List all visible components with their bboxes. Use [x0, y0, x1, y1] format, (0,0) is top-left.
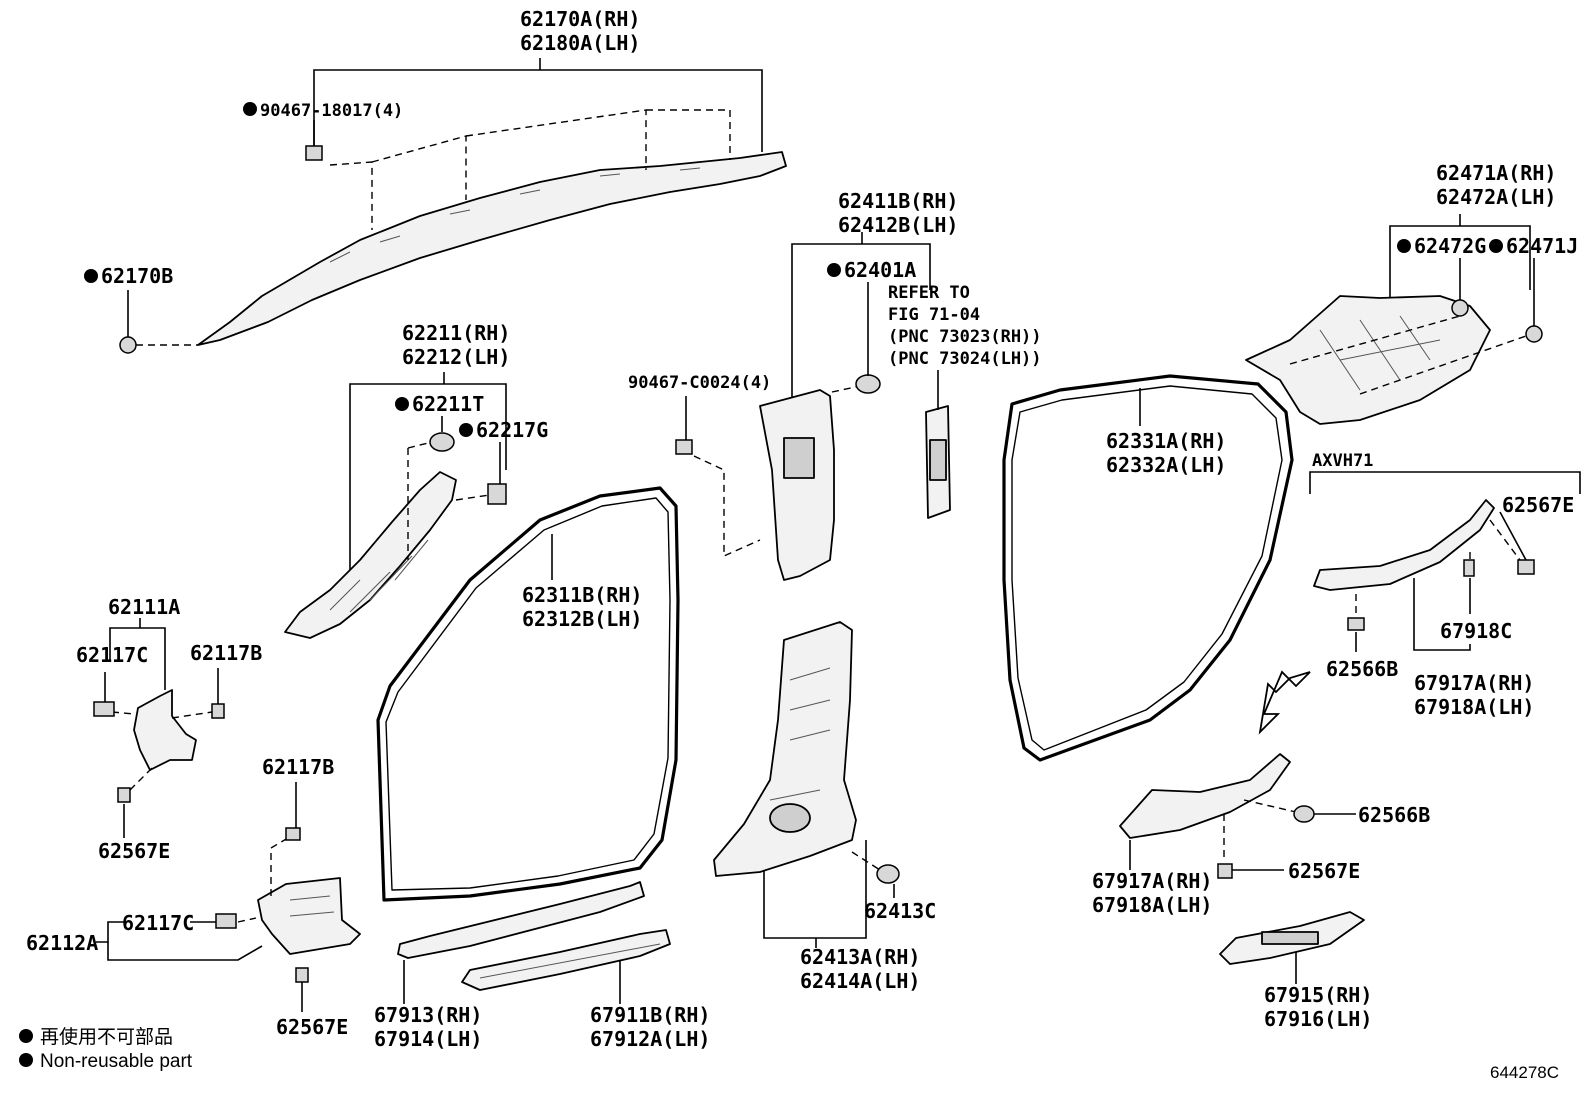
label-62312b: 62312B(LH): [522, 607, 642, 631]
label-62170b: 62170B: [101, 264, 173, 288]
label-62413c: 62413C: [864, 899, 936, 923]
label-62211: 62211(RH): [402, 321, 510, 345]
non-reusable-marker: [395, 397, 409, 411]
label-62311b: 62311B(RH): [522, 583, 642, 607]
label-refer-4: (PNC 73024(LH)): [888, 349, 1042, 369]
label-62117c-a: 62117C: [76, 643, 148, 667]
label-62180a: 62180A(LH): [520, 31, 640, 55]
label-90467-c0024: 90467-C0024(4): [628, 373, 771, 393]
label-62211t: 62211T: [412, 392, 484, 416]
label-67912a: 67912A(LH): [590, 1027, 710, 1051]
label-67911b: 67911B(RH): [590, 1003, 710, 1027]
label-67914: 67914(LH): [374, 1027, 482, 1051]
non-reusable-marker: [84, 269, 98, 283]
label-67918c: 67918C: [1440, 619, 1512, 643]
label-62117c-b: 62117C: [122, 911, 194, 935]
label-62212: 62212(LH): [402, 345, 510, 369]
label-62566b-b: 62566B: [1358, 803, 1430, 827]
label-67917a-b: 67917A(RH): [1092, 869, 1212, 893]
legend-en: Non-reusable part: [40, 1051, 193, 1072]
axvh71-rear-scuff: [1309, 471, 1581, 631]
label-refer-1: REFER TO: [888, 283, 970, 303]
label-62111a: 62111A: [108, 595, 180, 619]
label-62567e-c: 62567E: [1502, 493, 1574, 517]
label-62170a: 62170A(RH): [520, 7, 640, 31]
non-reusable-marker: [459, 423, 473, 437]
label-62567e-b: 62567E: [276, 1015, 348, 1039]
cowl-side-trim-upper: [93, 618, 225, 803]
label-67918a-a: 67918A(LH): [1414, 695, 1534, 719]
non-reusable-marker: [243, 102, 257, 116]
label-refer-2: FIG 71-04: [888, 305, 980, 325]
label-62401a: 62401A: [844, 258, 916, 282]
non-reusable-marker: [827, 263, 841, 277]
non-reusable-marker: [1397, 239, 1411, 253]
cowl-side-trim-lower: [215, 827, 361, 983]
front-scuff-plates: [397, 881, 671, 991]
center-pillar-garnish-upper: [675, 232, 951, 581]
label-67915: 67915(RH): [1264, 983, 1372, 1007]
rear-door-weatherstrip: [1002, 374, 1294, 762]
label-62471j: 62471J: [1506, 234, 1578, 258]
front-door-weatherstrip: [376, 486, 680, 902]
label-62331a: 62331A(RH): [1106, 429, 1226, 453]
label-axvh71: AXVH71: [1312, 451, 1373, 471]
non-reusable-legend-marker: [19, 1029, 33, 1043]
front-pillar-garnish: [284, 372, 507, 639]
label-62112a: 62112A: [26, 931, 98, 955]
roof-side-garnish: [119, 58, 787, 354]
rear-scuff-lower: [1119, 753, 1365, 965]
label-90467-18017: 90467-18017(4): [260, 101, 403, 121]
label-62472a: 62472A(LH): [1436, 185, 1556, 209]
label-62414a: 62414A(LH): [800, 969, 920, 993]
roof-side-inner-garnish: [1245, 214, 1543, 425]
label-62217g: 62217G: [476, 418, 548, 442]
label-67918a-b: 67918A(LH): [1092, 893, 1212, 917]
label-67917a-a: 67917A(RH): [1414, 671, 1534, 695]
figure-number: 644278C: [1490, 1063, 1559, 1082]
label-62117b-b: 62117B: [262, 755, 334, 779]
center-pillar-garnish-lower: [713, 621, 900, 948]
legend: 再使用不可部品 Non-reusable part: [19, 1026, 193, 1072]
label-62567e-d: 62567E: [1288, 859, 1360, 883]
label-62411b: 62411B(RH): [838, 189, 958, 213]
label-62117b-a: 62117B: [190, 641, 262, 665]
label-67913: 67913(RH): [374, 1003, 482, 1027]
label-62412b: 62412B(LH): [838, 213, 958, 237]
non-reusable-marker: [1489, 239, 1503, 253]
label-62566b-a: 62566B: [1326, 657, 1398, 681]
non-reusable-legend-marker: [19, 1053, 33, 1067]
label-62332a: 62332A(LH): [1106, 453, 1226, 477]
direction-arrow: [1258, 670, 1311, 735]
label-refer-3: (PNC 73023(RH)): [888, 327, 1042, 347]
label-67916: 67916(LH): [1264, 1007, 1372, 1031]
label-62471a: 62471A(RH): [1436, 161, 1556, 185]
label-62472g: 62472G: [1414, 234, 1486, 258]
legend-jp: 再使用不可部品: [40, 1026, 173, 1048]
label-62413a: 62413A(RH): [800, 945, 920, 969]
label-62567e-a: 62567E: [98, 839, 170, 863]
